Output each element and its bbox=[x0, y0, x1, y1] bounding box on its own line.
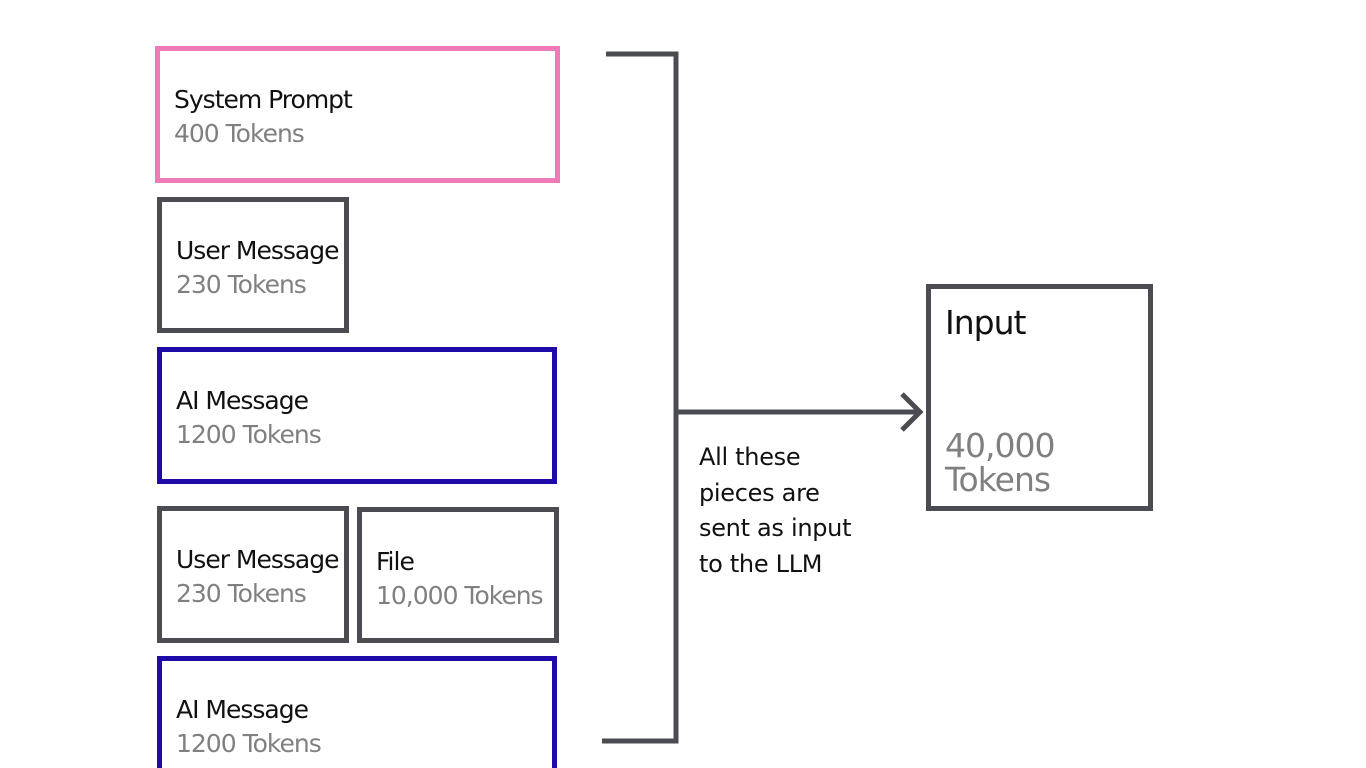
caption-line: pieces are bbox=[699, 478, 820, 507]
arrow-head bbox=[900, 392, 924, 432]
grouping-bracket bbox=[602, 51, 679, 744]
caption-line: All these bbox=[699, 443, 801, 471]
block-tokens: 10,000 Tokens bbox=[376, 581, 544, 610]
caption-line: to the LLM bbox=[699, 549, 823, 578]
block-tokens: 230 Tokens bbox=[176, 270, 307, 299]
block-title: System Prompt bbox=[174, 85, 353, 114]
input-tokens-count: 40,000 bbox=[945, 426, 1055, 465]
block-title: AI Message bbox=[176, 695, 309, 724]
block-title: AI Message bbox=[176, 386, 309, 415]
file-block: File 10,000 Tokens bbox=[357, 507, 559, 643]
ai-message-block: AI Message 1200 Tokens bbox=[157, 347, 557, 484]
input-tokens-unit: Tokens bbox=[945, 460, 1051, 499]
block-tokens: 1200 Tokens bbox=[176, 420, 322, 449]
input-title: Input bbox=[945, 303, 1026, 342]
user-message-block: User Message 230 Tokens bbox=[157, 197, 349, 333]
block-title: User Message bbox=[176, 236, 339, 265]
block-tokens: 1200 Tokens bbox=[176, 729, 322, 758]
block-title: File bbox=[376, 547, 415, 576]
caption-line: sent as input bbox=[699, 514, 852, 542]
user-message-block: User Message 230 Tokens bbox=[157, 506, 349, 643]
block-tokens: 230 Tokens bbox=[176, 579, 307, 608]
ai-message-block: AI Message 1200 Tokens bbox=[157, 656, 557, 768]
input-box: Input 40,000 Tokens bbox=[926, 284, 1153, 511]
diagram-caption: All these pieces are sent as input to th… bbox=[699, 440, 919, 582]
input-tokens: 40,000 Tokens bbox=[945, 426, 1055, 499]
system-prompt-block: System Prompt 400 Tokens bbox=[155, 46, 560, 183]
block-tokens: 400 Tokens bbox=[174, 119, 305, 148]
block-title: User Message bbox=[176, 545, 339, 574]
